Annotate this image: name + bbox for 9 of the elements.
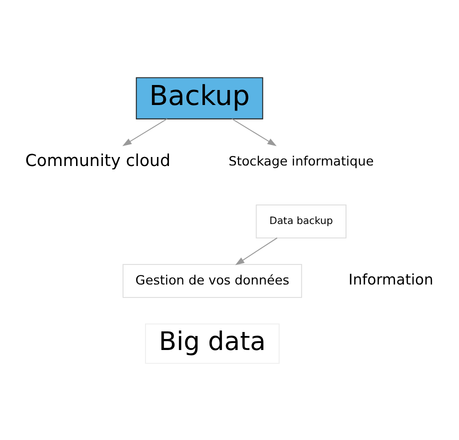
node-box: Data backup (256, 204, 346, 238)
node-box: Gestion de vos données (122, 264, 302, 298)
arrow (235, 236, 278, 265)
node-text: Stockage informatique (228, 154, 374, 169)
arrow (122, 118, 168, 146)
node-text: Community cloud (25, 150, 170, 170)
arrow (232, 118, 277, 146)
node-text: Information (348, 270, 434, 288)
node-box: Backup (136, 76, 264, 119)
